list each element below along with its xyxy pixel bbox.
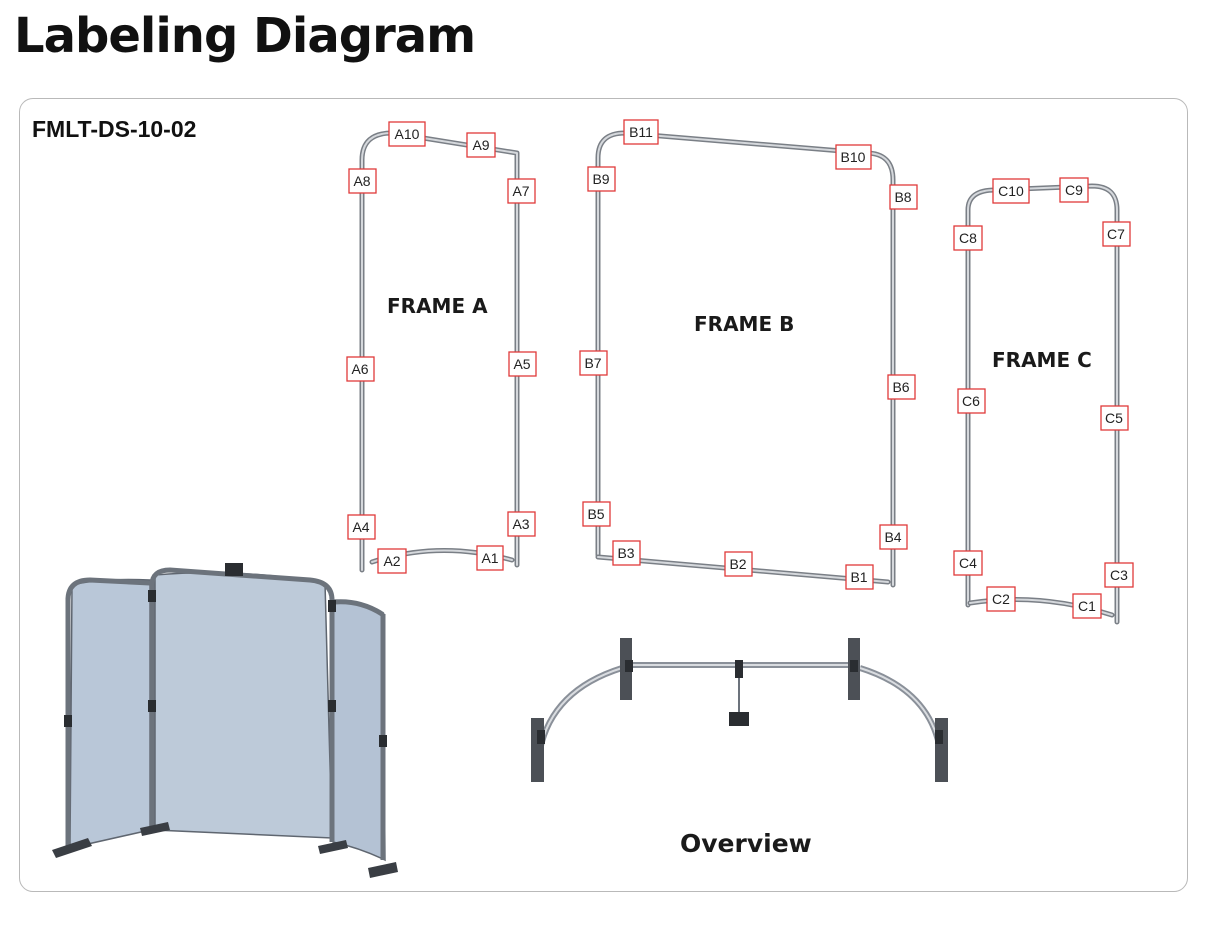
svg-text:C7: C7: [1107, 226, 1125, 242]
svg-text:A5: A5: [513, 356, 530, 372]
part-tag-a4: A4: [347, 514, 376, 540]
part-tag-a1: A1: [476, 545, 504, 571]
svg-text:C4: C4: [959, 555, 977, 571]
svg-text:A8: A8: [353, 173, 370, 189]
model-number: FMLT-DS-10-02: [32, 116, 197, 142]
frame-c-drawing: [965, 183, 1120, 625]
svg-text:B9: B9: [592, 171, 609, 187]
part-tag-a2: A2: [377, 548, 407, 574]
part-tag-a6: A6: [346, 356, 375, 382]
frame-b-label: FRAME B: [694, 312, 794, 336]
svg-text:B5: B5: [587, 506, 604, 522]
part-tag-c8: C8: [953, 225, 983, 251]
svg-text:B8: B8: [894, 189, 911, 205]
svg-text:C1: C1: [1078, 598, 1096, 614]
svg-text:B11: B11: [629, 124, 653, 140]
part-tag-a8: A8: [348, 168, 377, 194]
part-tag-c3: C3: [1104, 562, 1134, 588]
part-tag-b5: B5: [582, 501, 611, 527]
part-tag-a7: A7: [507, 178, 536, 204]
frame-b-drawing: [595, 130, 896, 588]
part-tag-b3: B3: [612, 540, 641, 566]
part-tag-b9: B9: [587, 166, 616, 192]
svg-text:A7: A7: [512, 183, 529, 199]
part-tag-a5: A5: [508, 351, 537, 377]
part-tag-b4: B4: [879, 524, 908, 550]
svg-text:A10: A10: [395, 126, 420, 142]
part-tag-b10: B10: [835, 144, 872, 170]
svg-text:C2: C2: [992, 591, 1010, 607]
svg-text:A3: A3: [512, 516, 529, 532]
frame-c-label: FRAME C: [992, 348, 1092, 372]
part-tag-c5: C5: [1100, 405, 1129, 431]
svg-text:A6: A6: [351, 361, 368, 377]
part-tag-b2: B2: [724, 551, 753, 577]
svg-text:B6: B6: [892, 379, 909, 395]
part-tag-b6: B6: [887, 374, 916, 400]
overview-illustration: [531, 638, 948, 782]
part-tag-a3: A3: [507, 511, 536, 537]
diagram-panel: [19, 98, 1188, 892]
svg-text:A9: A9: [472, 137, 489, 153]
svg-text:B4: B4: [884, 529, 901, 545]
svg-text:A2: A2: [383, 553, 400, 569]
part-tag-b8: B8: [889, 184, 918, 210]
overview-label: Overview: [680, 829, 812, 858]
svg-text:A4: A4: [352, 519, 369, 535]
svg-text:C5: C5: [1105, 410, 1123, 426]
svg-text:B10: B10: [841, 149, 866, 165]
svg-text:C3: C3: [1110, 567, 1128, 583]
svg-text:B7: B7: [584, 355, 601, 371]
part-tag-b1: B1: [845, 564, 874, 590]
page-title: Labeling Diagram: [14, 8, 476, 64]
part-tag-b11: B11: [623, 119, 659, 145]
part-tag-c1: C1: [1072, 593, 1102, 619]
svg-text:C8: C8: [959, 230, 977, 246]
part-tag-b7: B7: [579, 350, 608, 376]
svg-text:B3: B3: [617, 545, 634, 561]
assembled-display-illustration: [52, 563, 398, 878]
frame-a-label: FRAME A: [387, 294, 488, 318]
svg-text:C10: C10: [998, 183, 1024, 199]
part-tag-a9: A9: [466, 132, 496, 158]
part-tag-a10: A10: [388, 121, 426, 147]
svg-text:B1: B1: [850, 569, 867, 585]
svg-text:A1: A1: [481, 550, 498, 566]
part-tag-c4: C4: [953, 550, 983, 576]
part-tag-c7: C7: [1102, 221, 1131, 247]
part-tag-c6: C6: [957, 388, 986, 414]
svg-text:C6: C6: [962, 393, 980, 409]
svg-text:B2: B2: [729, 556, 746, 572]
svg-text:C9: C9: [1065, 182, 1083, 198]
part-tag-c9: C9: [1059, 177, 1089, 203]
part-tag-c2: C2: [986, 586, 1016, 612]
frame-a-drawing: [359, 130, 520, 573]
part-tag-c10: C10: [992, 178, 1030, 204]
